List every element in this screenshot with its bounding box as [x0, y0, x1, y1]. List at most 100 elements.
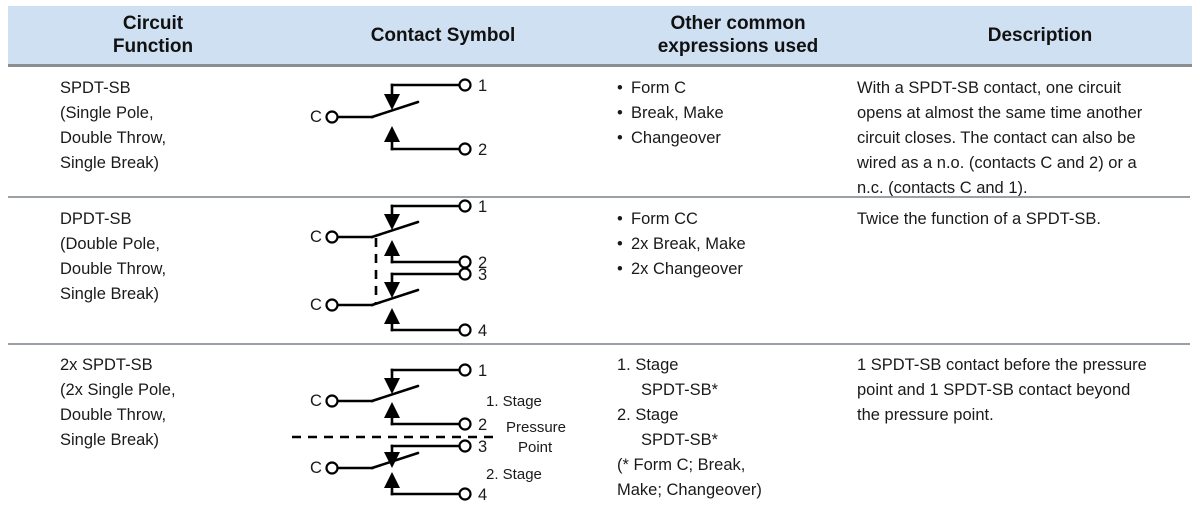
row-1-contact-symbol-diagram: C 1 2 — [300, 72, 530, 182]
row-3-expressions-list: 1. Stage SPDT-SB* 2. Stage SPDT-SB* (* F… — [617, 353, 867, 503]
terminal-label-c: C — [310, 392, 322, 410]
contact-1-label: 1 — [478, 77, 487, 95]
function-line: Single Break) — [60, 154, 160, 172]
description-line: point and 1 SPDT-SB contact beyond — [857, 381, 1131, 399]
switch-blade — [370, 100, 420, 119]
footnote-line: Make; Changeover) — [617, 481, 762, 499]
column-header-line1: Contact Symbol — [370, 24, 516, 46]
contact-4-label: 4 — [478, 486, 487, 504]
row-1-description: With a SPDT-SB contact, one circuit open… — [857, 76, 1197, 201]
description-line: n.c. (contacts C and 1). — [857, 179, 1028, 197]
switch-blade-pole1 — [370, 220, 420, 239]
contact-1-label: 1 — [478, 362, 487, 380]
description-line: 1 SPDT-SB contact before the pressure — [857, 356, 1147, 374]
column-header-circuit-function: Circuit Function — [8, 6, 298, 64]
description-line: circuit closes. The contact can also be — [857, 129, 1136, 147]
contact-4-node — [458, 487, 472, 501]
contact-3-node — [458, 267, 472, 281]
contact-3-arrowhead — [384, 282, 400, 298]
contact-1-arrowhead — [384, 214, 400, 230]
row-divider-2 — [8, 343, 1190, 345]
column-header-line1: Other common — [670, 13, 806, 34]
list-item: 2x Break, Make — [617, 232, 867, 257]
row-3-description: 1 SPDT-SB contact before the pressure po… — [857, 353, 1197, 428]
contact-4-label: 4 — [478, 322, 487, 340]
contact-2-label: 2 — [478, 141, 487, 159]
numbered-item-sub: SPDT-SB* — [641, 431, 719, 449]
terminal-label-c: C — [310, 296, 322, 314]
contact-2-label: 2 — [478, 416, 487, 434]
contact-1-node — [458, 78, 472, 92]
pressure-point-annotation-line1: Pressure — [506, 419, 566, 436]
function-line: Double Throw, — [60, 129, 167, 147]
column-header-description: Description — [888, 6, 1192, 64]
column-header-line1: Circuit — [122, 13, 184, 34]
row-2-contact-symbol-diagram: C 1 2 C 3 — [300, 198, 530, 342]
function-line: 2x SPDT-SB — [60, 356, 153, 374]
list-item: Changeover — [617, 126, 867, 151]
contact-1-arrowhead — [384, 378, 400, 394]
description-line: Twice the function of a SPDT-SB. — [857, 210, 1101, 228]
contact-2-arrowhead — [384, 240, 400, 256]
terminal-c-node-pole1 — [325, 230, 339, 244]
list-item: Form C — [617, 76, 867, 101]
column-header-other-expressions: Other common expressions used — [588, 6, 888, 64]
column-header-line2: Function — [112, 36, 194, 57]
contact-2-arrowhead — [384, 402, 400, 418]
contact-1-node — [458, 363, 472, 377]
function-line: SPDT-SB — [60, 79, 131, 97]
column-header-line1: Description — [987, 24, 1093, 46]
terminal-c-node — [325, 110, 339, 124]
contact-3-arrowhead — [384, 452, 400, 468]
contact-3-label: 3 — [478, 438, 487, 456]
contact-1-arrowhead — [384, 94, 400, 110]
numbered-item-sub: SPDT-SB* — [641, 381, 719, 399]
function-line: Double Throw, — [60, 406, 167, 424]
contact-2-node — [458, 255, 472, 269]
contact-2-node — [458, 417, 472, 431]
contact-3-node — [458, 439, 472, 453]
contact-1-label: 1 — [478, 198, 487, 216]
function-line: Double Throw, — [60, 260, 167, 278]
switch-blade-stage1 — [370, 384, 420, 403]
row-2-expressions-list: Form CC 2x Break, Make 2x Changeover — [617, 207, 867, 282]
footnote-line: (* Form C; Break, — [617, 456, 746, 474]
numbered-item: 2. Stage — [617, 406, 679, 424]
row-2-description: Twice the function of a SPDT-SB. — [857, 207, 1197, 232]
row-1-circuit-function: SPDT-SB (Single Pole, Double Throw, Sing… — [60, 76, 290, 176]
description-line: wired as a n.o. (contacts C and 2) or a — [857, 154, 1137, 172]
row-3-contact-symbol-diagram: C 1 2 C 3 — [292, 356, 570, 504]
stage-1-annotation: 1. Stage — [486, 393, 542, 410]
terminal-label-c: C — [310, 459, 322, 477]
table-header: Circuit Function Contact Symbol Other co… — [8, 6, 1192, 64]
column-header-line2: expressions used — [657, 36, 819, 57]
header-bottom-rule — [8, 64, 1192, 67]
function-line: (Double Pole, — [60, 235, 160, 253]
terminal-label-c: C — [310, 228, 322, 246]
contact-4-arrowhead — [384, 472, 400, 488]
contact-4-node — [458, 323, 472, 337]
stage-2-annotation: 2. Stage — [486, 466, 542, 483]
switch-blade-pole2 — [370, 288, 420, 307]
contact-1-node — [458, 199, 472, 213]
contact-4-arrowhead — [384, 308, 400, 324]
numbered-item: 1. Stage — [617, 356, 679, 374]
terminal-c-node-stage1 — [325, 394, 339, 408]
description-line: With a SPDT-SB contact, one circuit — [857, 79, 1122, 97]
contact-2-arrowhead — [384, 126, 400, 142]
contact-2-node — [458, 142, 472, 156]
function-line: (2x Single Pole, — [60, 381, 176, 399]
function-line: (Single Pole, — [60, 104, 154, 122]
contact-2-label: 2 — [478, 254, 487, 272]
list-item: Form CC — [617, 207, 867, 232]
row-1-expressions-list: Form C Break, Make Changeover — [617, 76, 867, 151]
list-item: Break, Make — [617, 101, 867, 126]
contact-3-label: 3 — [478, 266, 487, 284]
row-3-circuit-function: 2x SPDT-SB (2x Single Pole, Double Throw… — [60, 353, 290, 453]
function-line: Single Break) — [60, 285, 160, 303]
column-header-contact-symbol: Contact Symbol — [298, 6, 588, 64]
terminal-c-node-stage2 — [325, 461, 339, 475]
terminal-label-c: C — [310, 108, 322, 126]
terminal-c-node-pole2 — [325, 298, 339, 312]
list-item: 2x Changeover — [617, 257, 867, 282]
